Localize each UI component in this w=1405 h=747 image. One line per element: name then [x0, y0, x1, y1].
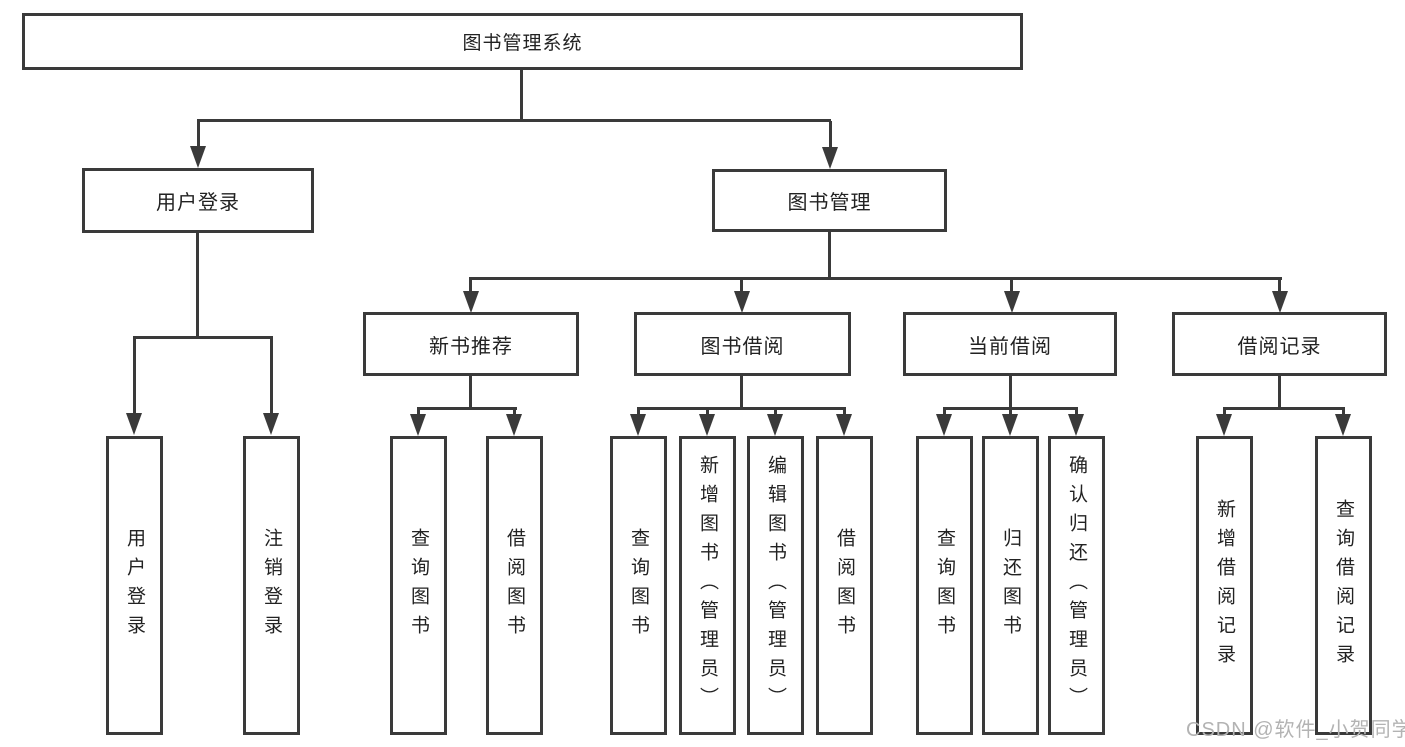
leaf-query-borrow-record: 查询借阅记录 — [1315, 436, 1372, 735]
connector-user-login-rail — [133, 336, 273, 339]
node-user-login-label: 用户登录 — [156, 192, 240, 214]
arrow-down-icon — [630, 414, 646, 436]
connector-root-drop — [520, 69, 523, 122]
node-user-login: 用户登录 — [82, 168, 314, 233]
node-book-borrowing: 图书借阅 — [634, 312, 851, 376]
leaf-label: 用户登录 — [124, 527, 145, 644]
node-root: 图书管理系统 — [22, 13, 1023, 70]
leaf-add-books-admin: 新增图书（管理员） — [679, 436, 736, 735]
connector-leaf-shaft — [270, 339, 273, 414]
node-label: 当前借阅 — [968, 335, 1052, 358]
connector-group-drop — [740, 376, 743, 409]
connector-group-drop — [469, 376, 472, 409]
leaf-return-books: 归还图书 — [982, 436, 1039, 735]
leaf-label: 查询图书 — [934, 527, 955, 644]
connector-group-drop — [1278, 376, 1281, 409]
connector-leaf-shaft — [637, 410, 640, 417]
arrow-down-icon — [1335, 414, 1351, 436]
connector-leaf-shaft — [943, 410, 946, 417]
arrow-down-icon — [1004, 291, 1020, 313]
node-borrowing-records: 借阅记录 — [1172, 312, 1387, 376]
leaf-label: 归还图书 — [1000, 527, 1021, 644]
connector-group-rail — [943, 407, 1078, 410]
node-current-borrowing: 当前借阅 — [903, 312, 1117, 376]
connector-leaf-shaft — [774, 410, 777, 417]
arrow-down-icon — [410, 414, 426, 436]
connector-leaf-shaft — [417, 410, 420, 417]
connector-leaf-shaft — [1009, 410, 1012, 417]
node-new-book-recommend: 新书推荐 — [363, 312, 579, 376]
arrow-down-icon — [263, 413, 279, 435]
connector-leaf-shaft — [513, 410, 516, 417]
leaf-query-books: 查询图书 — [610, 436, 667, 735]
node-book-management-label: 图书管理 — [787, 192, 872, 214]
connector-user-login-shaft — [197, 121, 200, 147]
connector-level3-shaft — [740, 280, 743, 292]
arrow-down-icon — [1272, 291, 1288, 313]
connector-leaf-shaft — [1223, 410, 1226, 417]
arrow-down-icon — [699, 414, 715, 436]
connector-book-mgmt-shaft — [829, 121, 832, 148]
leaf-confirm-return-admin: 确认归还（管理员） — [1048, 436, 1105, 735]
leaf-label: 借阅图书 — [834, 527, 855, 644]
node-root-label: 图书管理系统 — [462, 33, 583, 54]
node-label: 图书借阅 — [700, 335, 785, 358]
leaf-query-books: 查询图书 — [390, 436, 447, 735]
connector-group-rail — [637, 407, 846, 410]
connector-user-login-drop — [196, 233, 199, 336]
csdn-watermark: CSDN @软件_小贺同学 — [1186, 719, 1405, 741]
node-label: 借阅记录 — [1237, 335, 1322, 358]
leaf-label: 注销登录 — [261, 527, 282, 644]
connector-level3-shaft — [1010, 280, 1013, 292]
leaf-borrow-books: 借阅图书 — [486, 436, 543, 735]
connector-level3-shaft — [1278, 280, 1281, 292]
leaf-label: 借阅图书 — [504, 527, 525, 644]
arrow-down-icon — [836, 414, 852, 436]
connector-leaf-shaft — [706, 410, 709, 417]
connector-group-rail — [417, 407, 517, 410]
arrow-down-icon — [1002, 414, 1018, 436]
leaf-borrow-books: 借阅图书 — [816, 436, 873, 735]
leaf-label: 新增借阅记录 — [1214, 498, 1235, 673]
leaf-label: 查询图书 — [628, 527, 649, 644]
connector-leaf-shaft — [843, 410, 846, 417]
connector-leaf-shaft — [1342, 410, 1345, 417]
leaf-add-borrow-record: 新增借阅记录 — [1196, 436, 1253, 735]
connector-leaf-shaft — [1075, 410, 1078, 417]
connector-group-rail — [1223, 407, 1345, 410]
arrow-down-icon — [190, 146, 206, 168]
leaf-label: 查询图书 — [408, 527, 429, 644]
arrow-down-icon — [767, 414, 783, 436]
leaf-label: 编辑图书（管理员） — [765, 455, 786, 716]
arrow-down-icon — [506, 414, 522, 436]
node-label: 新书推荐 — [429, 335, 513, 358]
connector-book-mgmt-drop — [828, 232, 831, 277]
connector-level3-rail — [469, 277, 1282, 280]
leaf-label: 查询借阅记录 — [1333, 498, 1354, 673]
arrow-down-icon — [126, 413, 142, 435]
leaf-label: 新增图书（管理员） — [697, 455, 718, 716]
arrow-down-icon — [936, 414, 952, 436]
arrow-down-icon — [1068, 414, 1084, 436]
connector-level3-shaft — [469, 280, 472, 292]
leaf-query-books: 查询图书 — [916, 436, 973, 735]
arrow-down-icon — [1216, 414, 1232, 436]
connector-group-drop — [1009, 376, 1012, 409]
arrow-down-icon — [734, 291, 750, 313]
leaf-logout: 注销登录 — [243, 436, 300, 735]
connector-leaf-shaft — [133, 339, 136, 414]
node-book-management: 图书管理 — [712, 169, 947, 232]
connector-level2-rail — [197, 119, 831, 122]
arrow-down-icon — [463, 291, 479, 313]
leaf-label: 确认归还（管理员） — [1066, 455, 1087, 716]
leaf-user-login: 用户登录 — [106, 436, 163, 735]
leaf-edit-books-admin: 编辑图书（管理员） — [747, 436, 804, 735]
arrow-down-icon — [822, 147, 838, 169]
